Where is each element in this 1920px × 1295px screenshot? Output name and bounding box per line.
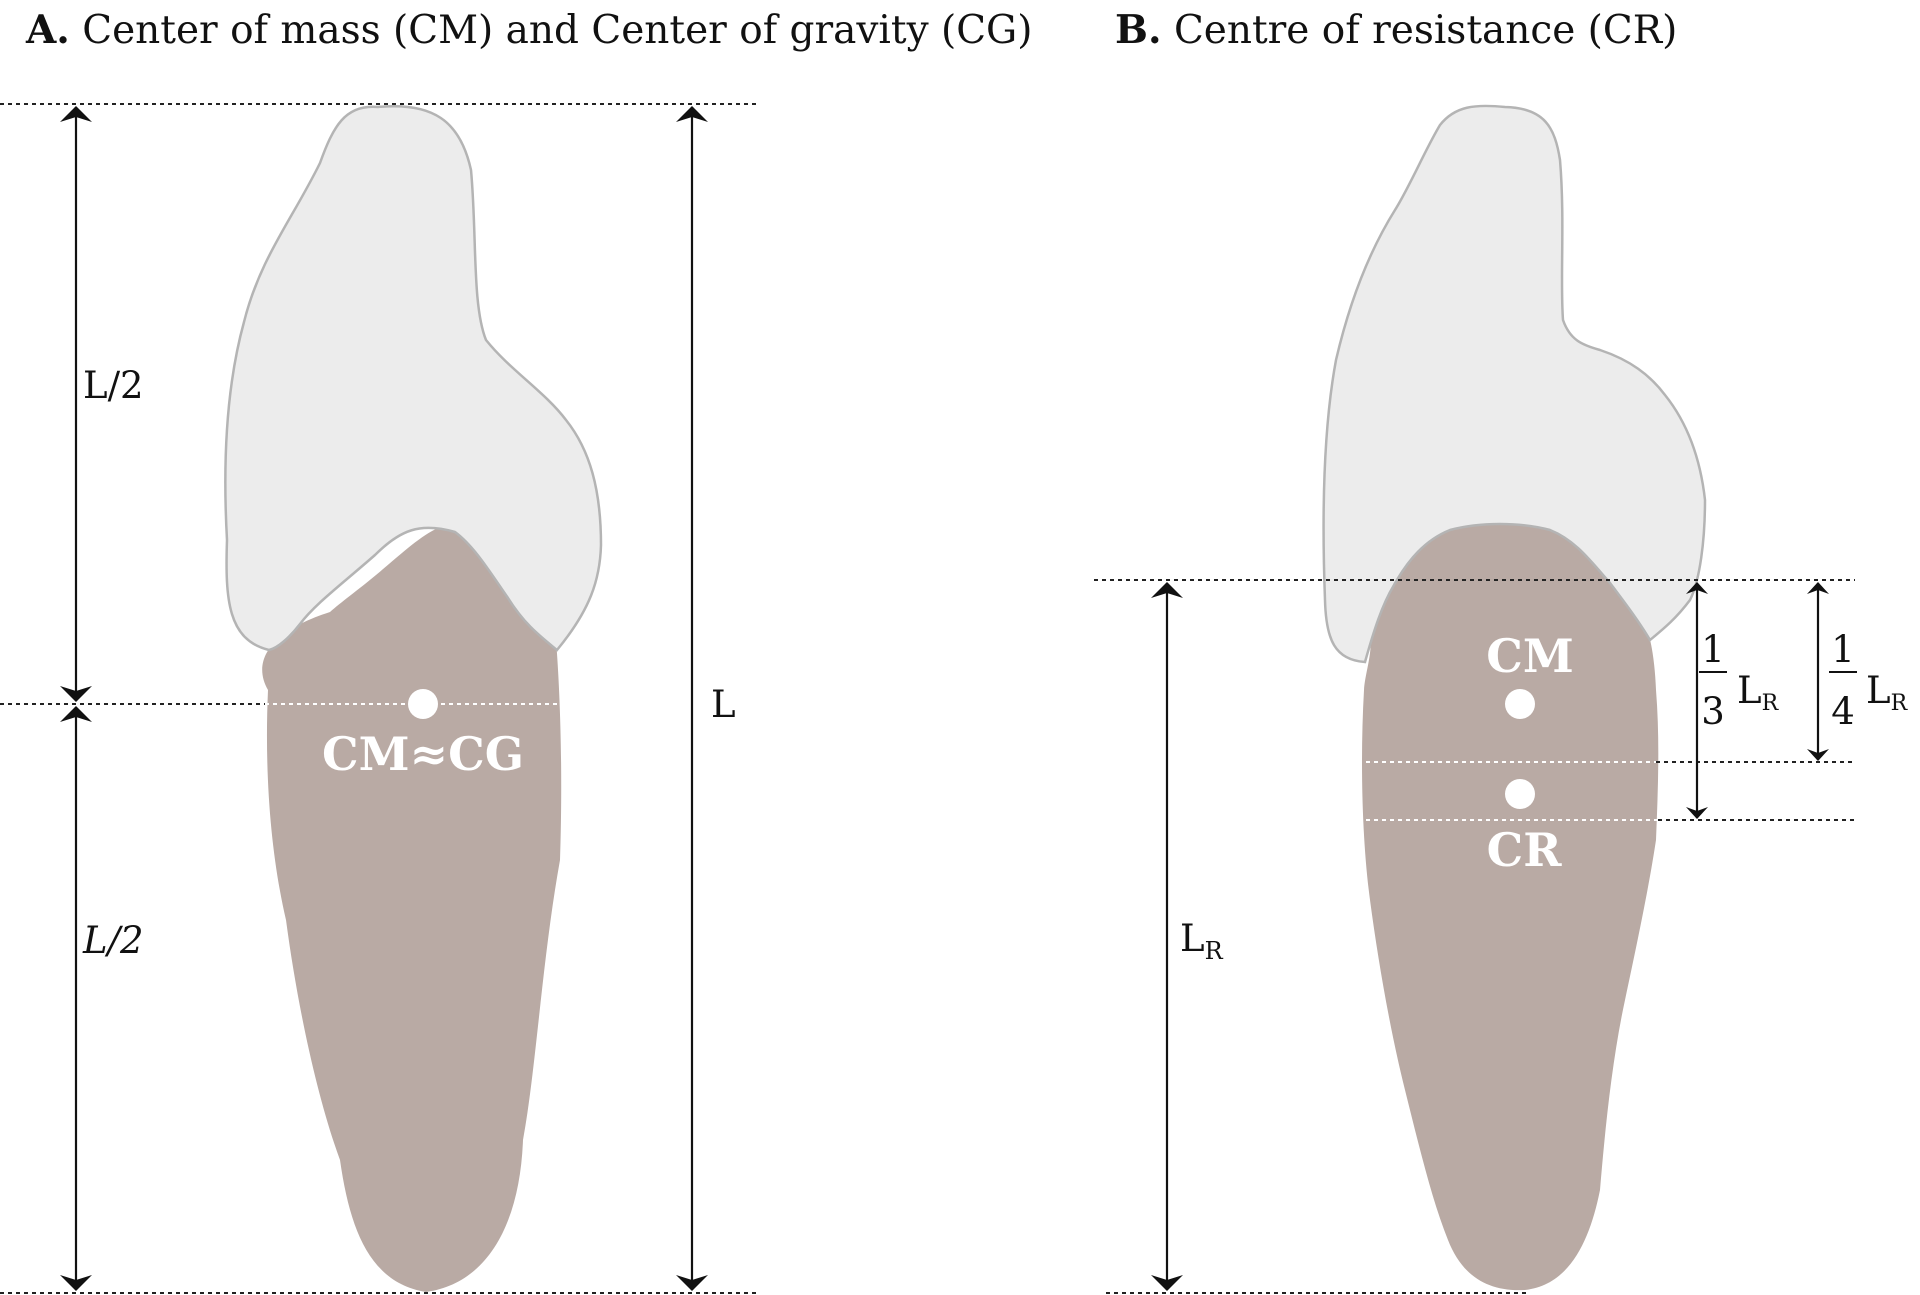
panel-a-crown — [224, 104, 603, 652]
panel-a-dimensions: L/2 L/2 L — [60, 106, 736, 1291]
panel-b-third-suffix-sub: R — [1762, 691, 1780, 716]
panel-b-cm-label: CM — [1486, 629, 1574, 683]
panel-a-tooth — [224, 104, 603, 1292]
panel-b-cm-point — [1505, 689, 1535, 719]
panel-a-total-label: L — [711, 683, 736, 726]
panel-b-third-den: 3 — [1701, 690, 1725, 733]
panel-b-third-suffix-main: L — [1737, 669, 1762, 712]
panel-a-root — [262, 524, 562, 1292]
panel-b-root-label: LR — [1180, 917, 1224, 965]
panel-a-title-text: Center of mass (CM) and Center of gravit… — [82, 8, 1033, 53]
panel-b-quarter-suffix-sub: R — [1891, 691, 1909, 716]
panel-a-point-label: CM≈CG — [322, 727, 524, 781]
panel-b-root-label-sub: R — [1205, 937, 1224, 965]
panel-b-crown — [1322, 104, 1707, 664]
panel-a-letter: A. — [26, 7, 70, 53]
panel-a-cm-point — [408, 689, 438, 719]
panel-b-quarter-num: 1 — [1831, 628, 1855, 671]
panel-a-lower-half-label: L/2 — [82, 919, 144, 962]
panel-a-title: A. Center of mass (CM) and Center of gra… — [26, 6, 1032, 55]
panel-b-guides — [1094, 579, 1855, 1294]
panel-b-quarter-suffix: LR — [1866, 669, 1909, 716]
panel-b-third-suffix: LR — [1737, 669, 1780, 716]
panel-b-tooth — [1322, 104, 1707, 1291]
panel-b-title: B. Centre of resistance (CR) — [1115, 6, 1677, 55]
panel-b-quarter-suffix-main: L — [1866, 669, 1891, 712]
panel-b-cr-label: CR — [1487, 823, 1563, 877]
panel-b-root-label-main: L — [1180, 917, 1205, 960]
panel-b-root — [1362, 521, 1659, 1291]
panel-b-title-text: Centre of resistance (CR) — [1173, 8, 1678, 53]
panel-a-upper-half-label: L/2 — [83, 364, 144, 407]
panel-b-quarter-den: 4 — [1831, 690, 1855, 733]
panel-b-cr-point — [1505, 779, 1535, 809]
panel-b-letter: B. — [1115, 7, 1162, 53]
panel-b-dimensions: LR 1 3 LR 1 4 LR — [1151, 582, 1909, 1291]
panel-b-third-num: 1 — [1701, 628, 1725, 671]
